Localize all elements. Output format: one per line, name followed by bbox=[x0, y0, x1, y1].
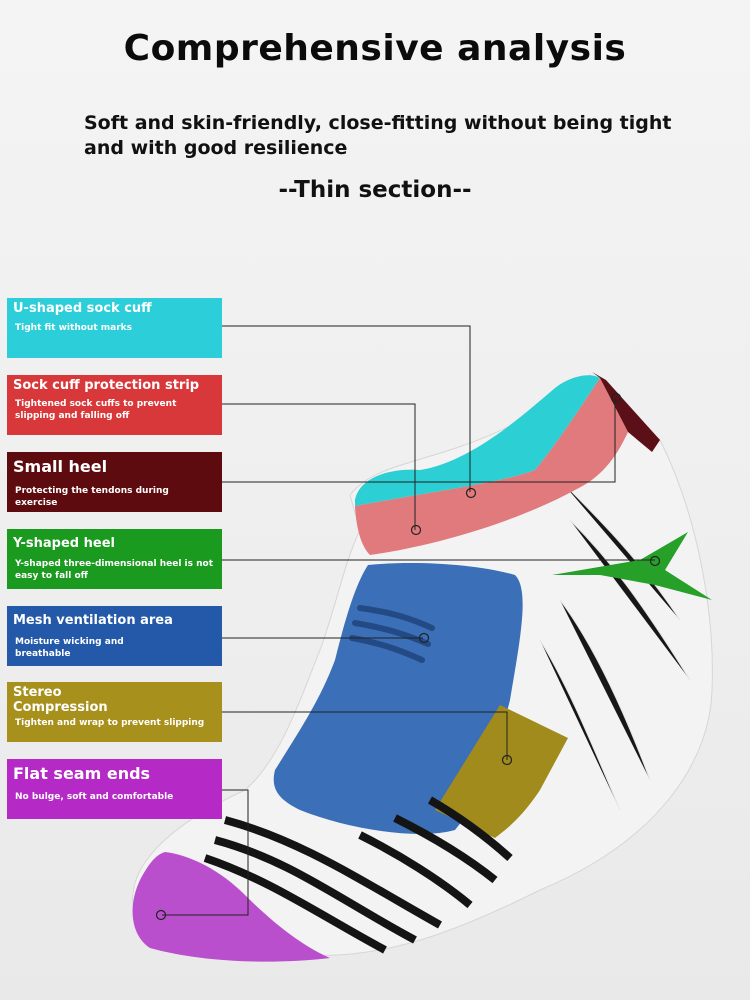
feature-desc: Y-shaped three-dimensional heel is not e… bbox=[15, 559, 214, 581]
feature-card-flat-seam: Flat seam ends No bulge, soft and comfor… bbox=[7, 759, 222, 819]
mesh-stripes bbox=[349, 605, 435, 663]
heel-tab bbox=[592, 372, 660, 452]
leader-lines bbox=[162, 325, 655, 916]
y-heel bbox=[552, 532, 712, 600]
feature-card-compression: Stereo Compression Tighten and wrap to p… bbox=[7, 682, 222, 742]
feature-title: Sock cuff protection strip bbox=[13, 378, 200, 393]
toe-stripes bbox=[203, 796, 513, 954]
feature-card-small-heel: Small heel Protecting the tendons during… bbox=[7, 452, 222, 512]
page-title: Comprehensive analysis bbox=[123, 28, 627, 69]
feature-title: Stereo Compression bbox=[13, 685, 108, 715]
feature-title: Small heel bbox=[13, 457, 108, 476]
feature-title: Y-shaped heel bbox=[13, 536, 115, 551]
section-label: --Thin section-- bbox=[278, 177, 472, 203]
cuff-strip-pink bbox=[355, 378, 628, 555]
feature-title: Flat seam ends bbox=[13, 764, 151, 783]
feature-desc: Moisture wicking and breathable bbox=[15, 637, 124, 659]
feature-card-mesh: Mesh ventilation area Moisture wicking a… bbox=[7, 606, 222, 666]
feature-desc: No bulge, soft and comfortable bbox=[15, 792, 174, 802]
feature-card-cuff: U-shaped sock cuff Tight fit without mar… bbox=[7, 298, 222, 358]
leader-dots bbox=[155, 392, 661, 921]
compression-olive bbox=[435, 705, 568, 838]
feature-desc: Tightened sock cuffs to prevent slipping… bbox=[15, 399, 177, 421]
mesh-blue bbox=[273, 563, 523, 834]
feature-card-y-heel: Y-shaped heel Y-shaped three-dimensional… bbox=[7, 529, 222, 589]
feature-card-protection-strip: Sock cuff protection strip Tightened soc… bbox=[7, 375, 222, 435]
toe-purple bbox=[132, 852, 330, 962]
page-subtitle: Soft and skin-friendly, close-fitting wi… bbox=[84, 112, 672, 159]
feature-desc: Protecting the tendons during exercise bbox=[15, 486, 169, 508]
cuff-teal bbox=[355, 375, 600, 506]
feature-title: Mesh ventilation area bbox=[13, 613, 173, 628]
feature-title: U-shaped sock cuff bbox=[13, 301, 152, 316]
feature-desc: Tight fit without marks bbox=[15, 323, 132, 333]
feature-desc: Tighten and wrap to prevent slipping bbox=[15, 718, 205, 728]
